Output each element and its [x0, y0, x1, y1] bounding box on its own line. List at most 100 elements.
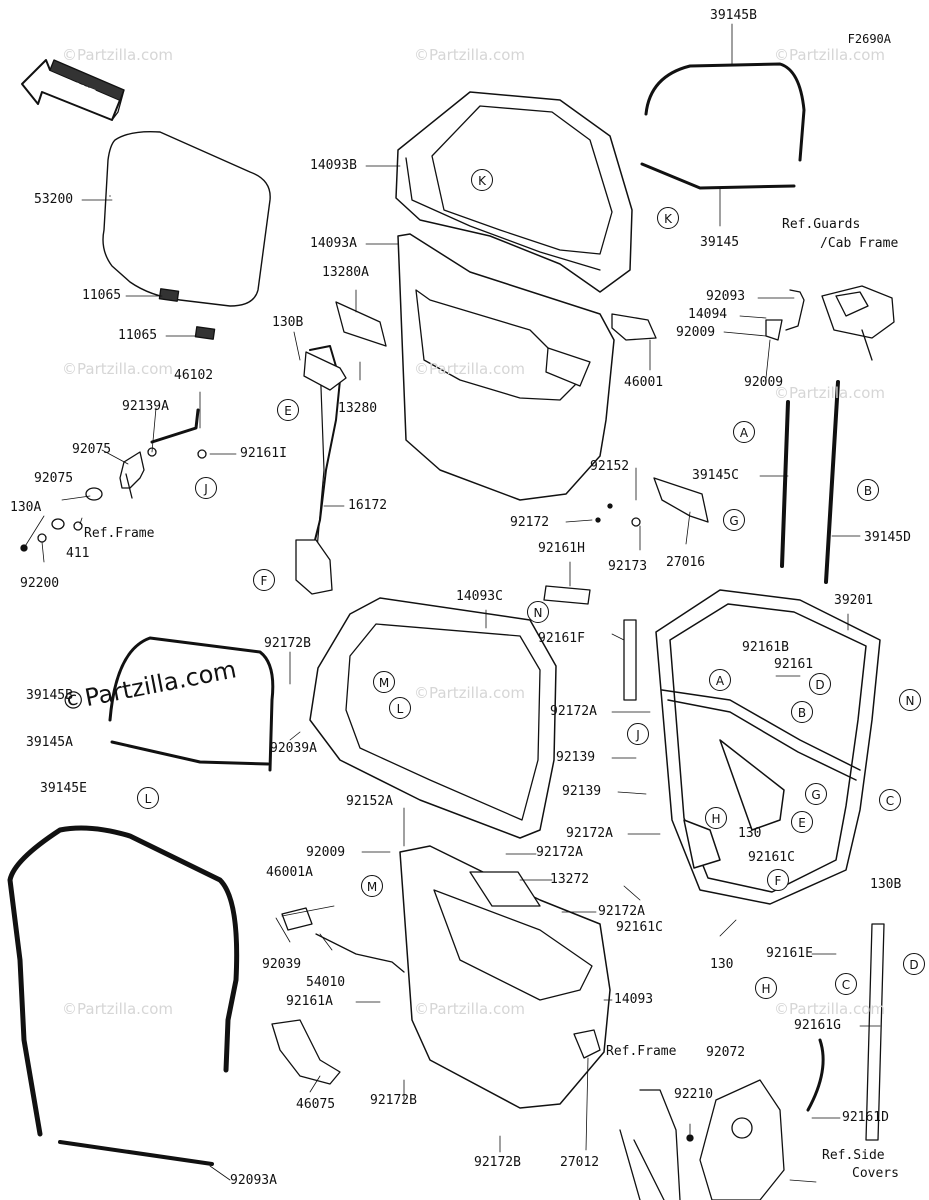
ref-side: Ref.Side — [822, 1148, 885, 1163]
part-92161B: 92161B — [742, 640, 789, 655]
part-130: 130 — [738, 826, 762, 841]
ref-cab-frame: /Cab Frame — [820, 236, 899, 251]
part-92161A: 92161A — [286, 994, 333, 1009]
part-92039A: 92039A — [270, 741, 317, 756]
part-92210: 92210 — [674, 1087, 714, 1102]
roll-cage-39201 — [655, 589, 881, 905]
part-92172A: 92172A — [550, 704, 597, 719]
part-92172B: 92172B — [264, 636, 311, 651]
ref-covers: Covers — [852, 1166, 899, 1181]
part-130A: 130A — [10, 500, 42, 515]
part-130: 130 — [710, 957, 734, 972]
part-27012: 27012 — [560, 1155, 600, 1170]
door-trim-14093 — [399, 845, 611, 1109]
ref-frame-lower: Ref.Frame — [606, 1044, 677, 1059]
watermark-small: ©Partzilla.com — [774, 384, 885, 402]
watermark-small: ©Partzilla.com — [62, 360, 173, 378]
figure-code: F2690A — [847, 32, 891, 46]
callout-D: D — [903, 953, 925, 975]
callout-E: E — [791, 811, 813, 833]
part-ref-frame: Ref.Frame — [84, 526, 155, 541]
part-411: 411 — [66, 546, 90, 561]
part-92172B: 92172B — [370, 1093, 417, 1108]
part-92161: 92161 — [774, 657, 814, 672]
part-13272: 13272 — [550, 872, 590, 887]
callout-N: N — [527, 601, 549, 623]
part-92173: 92173 — [608, 559, 648, 574]
part-92200: 92200 — [20, 576, 60, 591]
part-14093B: 14093B — [310, 158, 357, 173]
callout-M: M — [361, 875, 383, 897]
part-13280: 13280 — [338, 401, 378, 416]
ref-guards: Ref.Guards — [782, 217, 861, 232]
callout-J: J — [195, 477, 217, 499]
part-92161C: 92161C — [748, 850, 795, 865]
part-92161H: 92161H — [538, 541, 585, 556]
part-16172: 16172 — [348, 498, 388, 513]
cab-frame-ref — [821, 285, 895, 361]
part-46001: 46001 — [624, 375, 664, 390]
front-arrow-icon — [21, 59, 125, 121]
watermark-small: ©Partzilla.com — [414, 46, 525, 64]
part-46001A: 46001A — [266, 865, 313, 880]
callout-H: H — [755, 977, 777, 999]
part-92172: 92172 — [510, 515, 550, 530]
part-92009: 92009 — [306, 845, 346, 860]
part-92075: 92075 — [72, 442, 112, 457]
callout-F: F — [767, 869, 789, 891]
part-46075: 46075 — [296, 1097, 336, 1112]
callout-G: G — [805, 783, 827, 805]
part-92172A: 92172A — [566, 826, 613, 841]
callout-J: J — [627, 723, 649, 745]
part-39201: 39201 — [834, 593, 874, 608]
watermark-small: ©Partzilla.com — [774, 1000, 885, 1018]
part-92161C: 92161C — [616, 920, 663, 935]
part-14093C: 14093C — [456, 589, 503, 604]
part-92039: 92039 — [262, 957, 302, 972]
part-92009: 92009 — [676, 325, 716, 340]
part-14094: 14094 — [688, 307, 728, 322]
part-92172B: 92172B — [474, 1155, 521, 1170]
part-39145A: 39145A — [26, 735, 73, 750]
part-92172A: 92172A — [536, 845, 583, 860]
callout-L: L — [389, 697, 411, 719]
callout-A: A — [733, 421, 755, 443]
part-92139: 92139 — [556, 750, 596, 765]
part-46102: 46102 — [174, 368, 214, 383]
window-regulator-16172 — [295, 301, 387, 595]
part-92152A: 92152A — [346, 794, 393, 809]
part-13280A: 13280A — [322, 265, 369, 280]
part-92161G: 92161G — [794, 1018, 841, 1033]
part-92139: 92139 — [562, 784, 602, 799]
part-92161E: 92161E — [766, 946, 813, 961]
watermark-small: ©Partzilla.com — [62, 46, 173, 64]
callout-D: D — [809, 673, 831, 695]
callout-M: M — [373, 671, 395, 693]
callout-B: B — [791, 701, 813, 723]
part-53200: 53200 — [34, 192, 74, 207]
callout-N: N — [899, 689, 921, 711]
callout-K: K — [471, 169, 493, 191]
door-upper-14093B — [395, 91, 633, 293]
part-11065: 11065 — [82, 288, 122, 303]
watermark-small: ©Partzilla.com — [414, 1000, 525, 1018]
part-92161I: 92161I — [240, 446, 287, 461]
watermark-small: ©Partzilla.com — [62, 1000, 173, 1018]
part-14093A: 14093A — [310, 236, 357, 251]
watermark-small: ©Partzilla.com — [414, 684, 525, 702]
part-92075: 92075 — [34, 471, 74, 486]
watermark-small: ©Partzilla.com — [414, 360, 525, 378]
part-92093A: 92093A — [230, 1173, 277, 1188]
part-39145B: 39145B — [26, 688, 73, 703]
part-92161D: 92161D — [842, 1110, 889, 1125]
part-92093: 92093 — [706, 289, 746, 304]
door-outer-14093C — [309, 597, 557, 839]
callout-A: A — [709, 669, 731, 691]
door-inner-14093A — [397, 233, 615, 501]
part-39145C: 39145C — [692, 468, 739, 483]
callout-B: B — [857, 479, 879, 501]
part-39145E: 39145E — [40, 781, 87, 796]
callout-F: F — [253, 569, 275, 591]
